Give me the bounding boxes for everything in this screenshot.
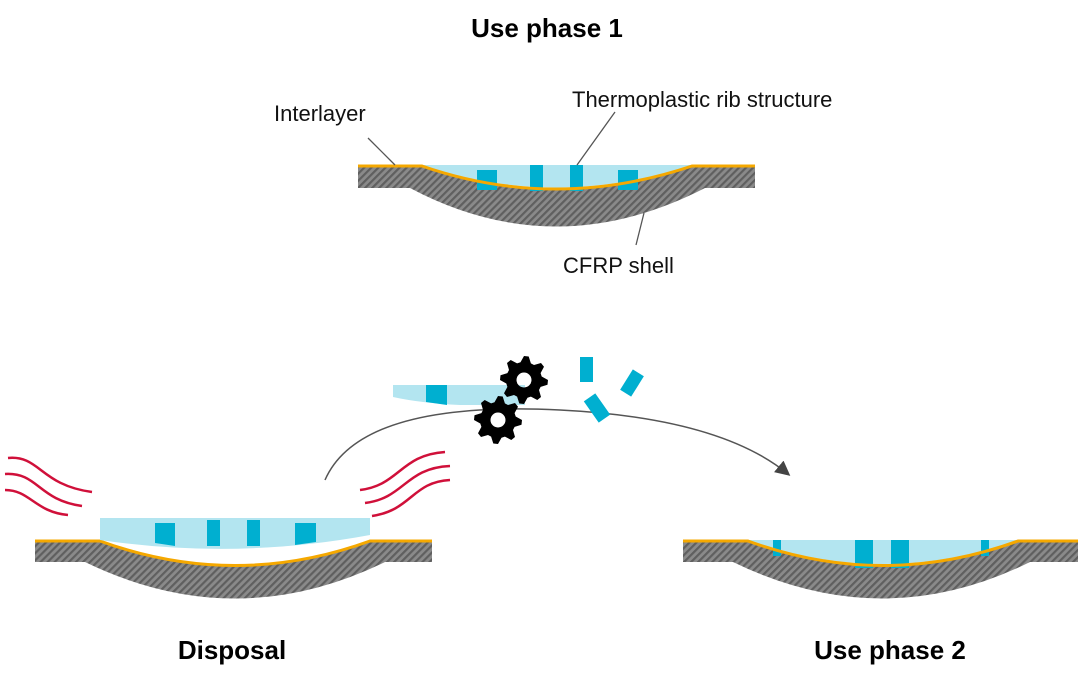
shredded-rib bbox=[620, 369, 644, 397]
heat-icon-left bbox=[4, 456, 93, 517]
lens-fragment bbox=[393, 385, 525, 405]
rib bbox=[570, 165, 583, 191]
interlayer bbox=[358, 164, 755, 191]
shredded-rib bbox=[583, 393, 611, 423]
cfrp-shell bbox=[358, 166, 755, 227]
label-ribs: Thermoplastic rib structure bbox=[572, 87, 832, 112]
rib bbox=[530, 165, 543, 191]
process-arrow bbox=[324, 408, 791, 481]
shredder-gears bbox=[474, 356, 548, 444]
part-disposal bbox=[35, 518, 432, 599]
lens bbox=[100, 518, 370, 549]
title-disposal: Disposal bbox=[178, 635, 286, 665]
part-use-phase-2 bbox=[683, 539, 1078, 599]
rib bbox=[477, 170, 497, 190]
leader-shell bbox=[635, 212, 645, 246]
shredded-rib bbox=[580, 357, 593, 382]
interlayer bbox=[683, 539, 1078, 567]
label-interlayer: Interlayer bbox=[274, 101, 366, 126]
heat-icon-right bbox=[359, 450, 451, 518]
interlayer bbox=[35, 539, 432, 567]
gear-icon bbox=[474, 396, 522, 444]
label-shell: CFRP shell bbox=[563, 253, 674, 278]
gear-icon bbox=[500, 356, 548, 404]
leader-ribs bbox=[576, 111, 616, 166]
cfrp-shell bbox=[35, 541, 432, 599]
cfrp-shell bbox=[683, 541, 1078, 599]
title-use-phase-1: Use phase 1 bbox=[471, 13, 623, 43]
leader-interlayer bbox=[367, 137, 396, 166]
rib bbox=[618, 170, 638, 190]
title-use-phase-2: Use phase 2 bbox=[814, 635, 966, 665]
part-use-phase-1 bbox=[358, 164, 755, 227]
